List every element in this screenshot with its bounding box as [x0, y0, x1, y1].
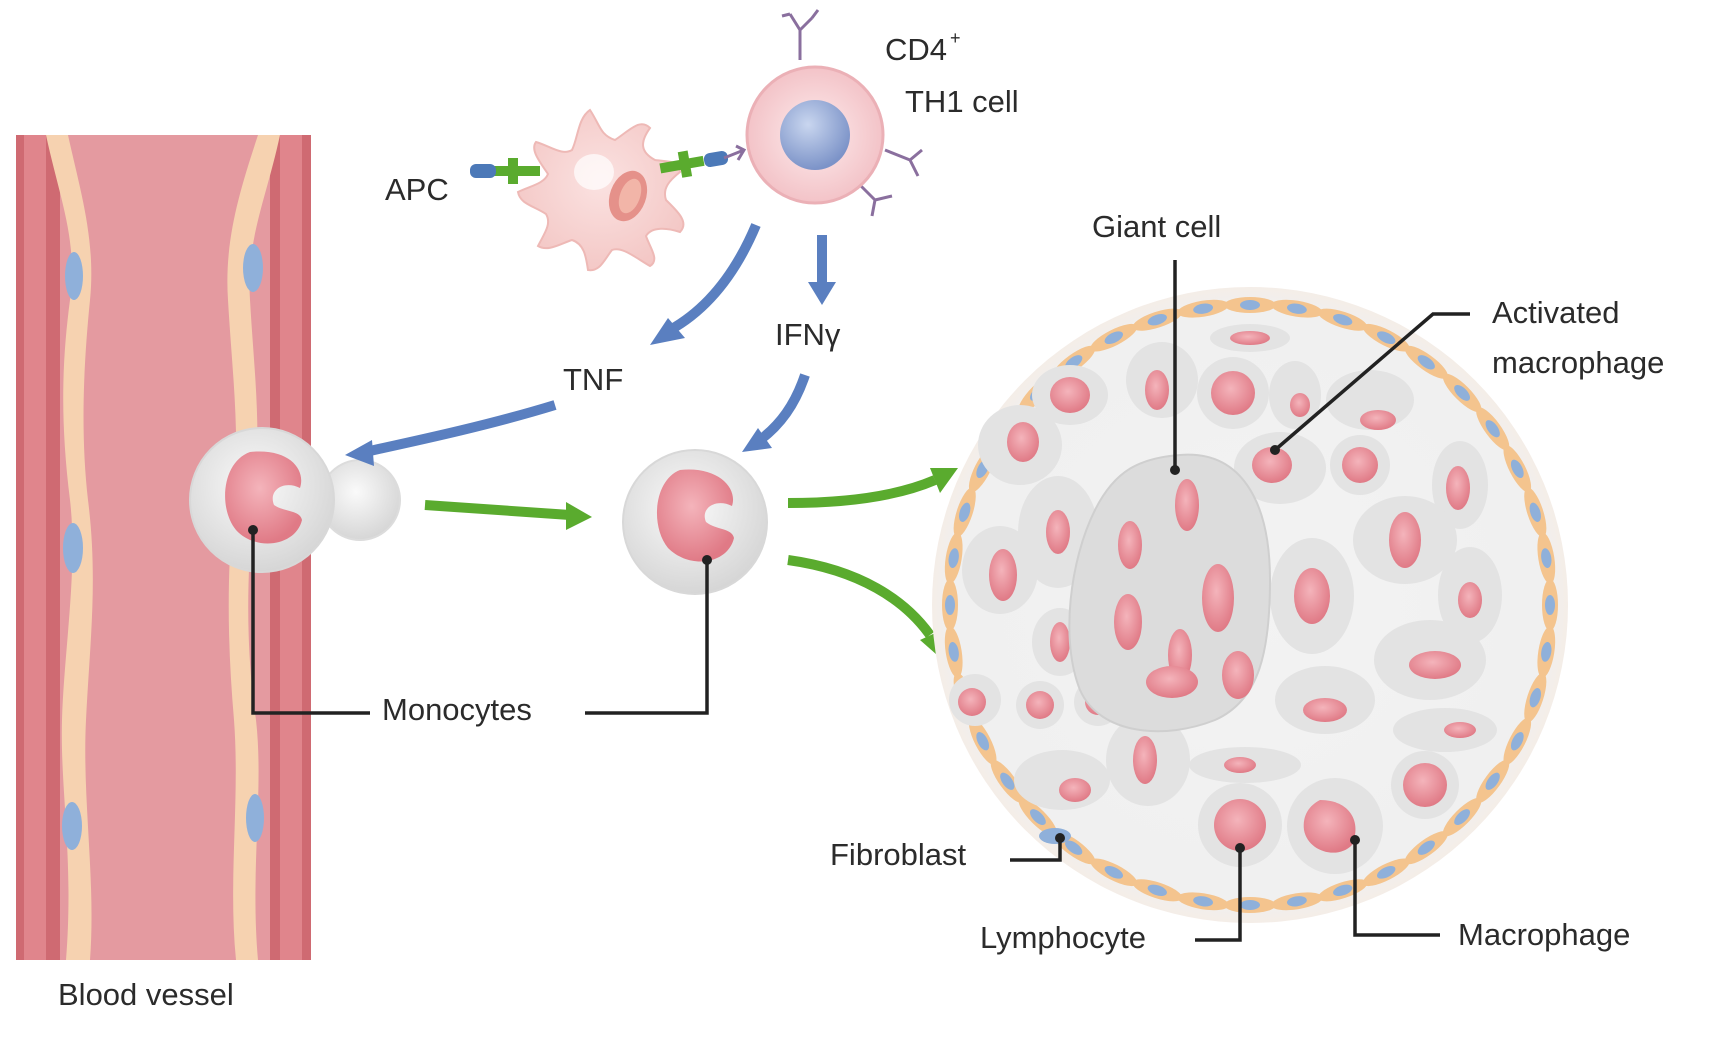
label-cd4: CD4	[885, 32, 947, 67]
fibroblast-nucleus	[1147, 884, 1167, 896]
label-th1: TH1 cell	[905, 84, 1019, 119]
fibroblast-nucleus	[959, 502, 971, 522]
fibroblast-nucleus	[1417, 355, 1435, 370]
fibroblast-nucleus	[1104, 331, 1123, 345]
cytokine-arrows	[345, 223, 836, 466]
fibroblast-nucleus	[1485, 772, 1500, 790]
fibroblast-nucleus	[976, 732, 990, 751]
fibroblast-nucleus	[1454, 809, 1471, 826]
label-tnf: TNF	[563, 362, 623, 397]
fibroblast-nucleus	[1529, 502, 1541, 522]
lymphocytes-macrophages	[949, 324, 1502, 874]
label-activated: Activated	[1492, 295, 1620, 330]
fibroblast-nucleus	[1286, 896, 1307, 907]
fibroblast-nucleus	[1541, 641, 1552, 662]
fibroblast-nucleus	[1240, 900, 1260, 910]
fibroblast-nucleus	[948, 641, 959, 662]
fibroblast-nucleus	[1286, 303, 1307, 314]
fibroblast-nucleus	[1485, 420, 1500, 438]
fibroblast-nucleus	[1029, 809, 1046, 826]
fibroblast-nucleus	[1147, 314, 1167, 326]
label-apc: APC	[385, 172, 449, 207]
label-monocytes: Monocytes	[382, 692, 532, 727]
fibroblast-nucleus	[1333, 884, 1353, 896]
fibroblast-nucleus	[1193, 896, 1214, 907]
fibroblast-nucleus	[1541, 548, 1552, 569]
apc-cell	[516, 108, 685, 272]
fibroblast-nucleus	[1529, 688, 1541, 708]
label-ifn: IFNγ	[775, 317, 841, 352]
fibroblast-nucleus	[1377, 331, 1396, 345]
migration-arrows	[424, 468, 958, 662]
label-macrophage: Macrophage	[1458, 917, 1630, 952]
receptor-complex	[470, 144, 747, 184]
label-fibroblast: Fibroblast	[830, 837, 966, 872]
label-blood-vessel: Blood vessel	[58, 977, 234, 1012]
fibroblast-nucleus	[1417, 840, 1435, 855]
fibroblast-nucleus	[1454, 384, 1471, 401]
label-cd4-sup: +	[950, 28, 961, 48]
fibroblast-nucleus	[1104, 865, 1123, 879]
fibroblast-nucleus	[1510, 459, 1524, 478]
fibroblast-nucleus	[1377, 865, 1396, 879]
label-giant-cell: Giant cell	[1092, 209, 1221, 244]
fibroblast-nucleus	[1193, 303, 1214, 314]
fibroblast-nucleus	[1000, 772, 1015, 790]
granuloma	[932, 287, 1568, 923]
fibroblast-nucleus	[945, 595, 955, 615]
fibroblast-nucleus	[1065, 840, 1083, 855]
fibroblast-nucleus	[948, 548, 959, 569]
fibroblast-nucleus	[1545, 595, 1555, 615]
labels: CD4 + TH1 cell APC Giant cell Activated …	[58, 28, 1664, 1012]
fibroblast-ring	[942, 297, 1558, 913]
fibroblast-nucleus	[1240, 300, 1260, 310]
giant-cell	[1068, 453, 1272, 733]
fibroblast-nucleus	[1039, 828, 1071, 844]
fibroblast-nucleus	[1333, 314, 1353, 326]
label-macrophage-activated: macrophage	[1492, 345, 1664, 380]
th1-cell	[745, 9, 923, 217]
monocyte-center	[622, 449, 768, 595]
label-lymphocyte: Lymphocyte	[980, 920, 1146, 955]
monocyte-vessel	[189, 427, 401, 573]
leader-lines	[248, 260, 1470, 942]
fibroblast-nucleus	[1510, 732, 1524, 751]
